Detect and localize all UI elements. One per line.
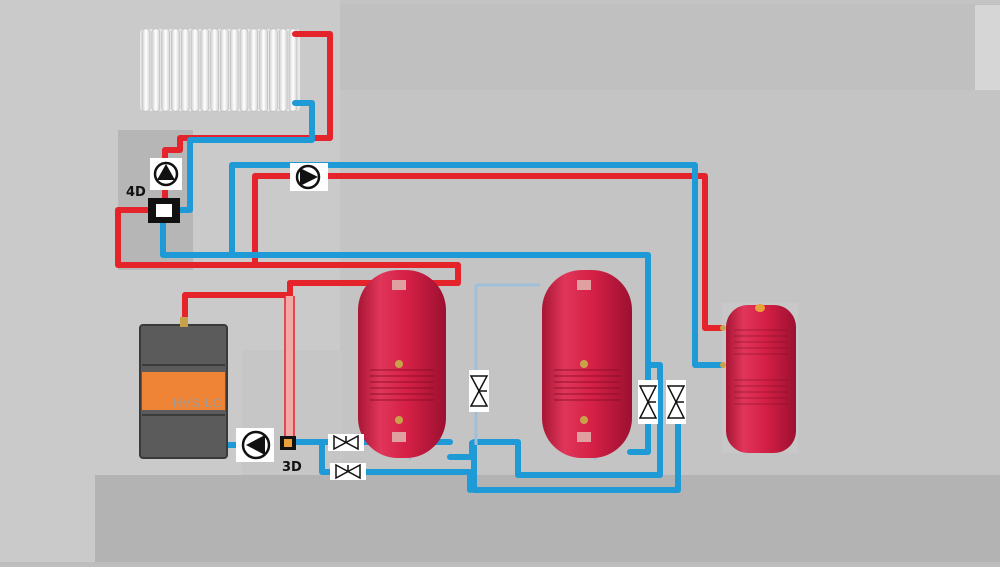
- radiator-fin: [288, 28, 298, 112]
- radiator-fin: [220, 28, 229, 112]
- radiator-fin: [200, 28, 210, 112]
- shutoff-valve-icon: [330, 463, 366, 480]
- circulation-pump-icon: [236, 428, 274, 462]
- buffer-tank-icon: [542, 270, 632, 458]
- radiator-fin: [190, 28, 200, 112]
- radiator-icon: [140, 28, 300, 112]
- hot-water-cylinder-icon: [720, 303, 798, 453]
- radiator-fin: [161, 28, 170, 112]
- circulation-pump-icon: [290, 163, 328, 191]
- radiator-fin: [141, 28, 151, 112]
- boiler-icon: [139, 317, 228, 459]
- shutoff-valve-icon: [638, 380, 658, 424]
- loading-valve-label: 3D: [282, 460, 302, 475]
- radiator-fin: [249, 28, 259, 112]
- radiator-fin: [171, 28, 180, 112]
- shutoff-valve-icon: [469, 370, 489, 412]
- circulation-pump-icon: [150, 158, 182, 190]
- loading-valve-icon: [280, 436, 296, 450]
- radiator-fin: [239, 28, 249, 112]
- shutoff-valve-icon: [666, 380, 686, 424]
- radiator-fin: [151, 28, 161, 112]
- mixing-valve-label: 4D: [126, 185, 146, 200]
- radiator-fin: [210, 28, 219, 112]
- pink-bypass-pipe: [284, 296, 295, 438]
- radiator-fin: [229, 28, 239, 112]
- radiator-fin: [269, 28, 278, 112]
- boiler-label: HVS LC: [173, 396, 222, 410]
- mixing-valve-icon: [148, 198, 180, 223]
- buffer-tank-icon: [358, 270, 446, 458]
- radiator-fin: [278, 28, 288, 112]
- shutoff-valve-icon: [328, 434, 364, 451]
- radiator-fin: [259, 28, 268, 112]
- radiator-fin: [180, 28, 190, 112]
